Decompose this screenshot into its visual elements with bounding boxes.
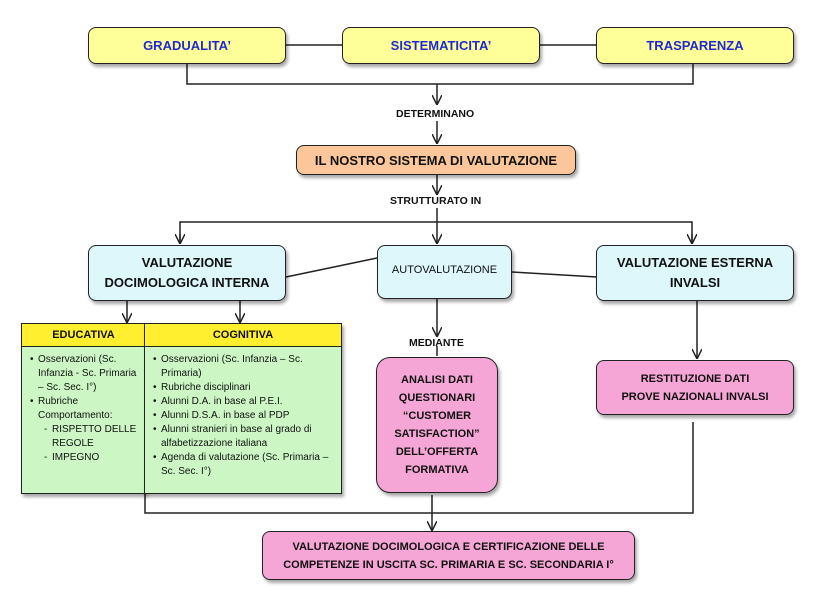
branch-autovalutazione-label: AUTOVALUTAZIONE [391,264,498,276]
principle-trasparenza-label: TRASPARENZA [646,38,744,53]
analisi-line-4: SATISFACTION” [394,428,480,440]
restituzione-line-2: PROVE NAZIONALI INVALSI [621,390,769,403]
system-title-box: IL NOSTRO SISTEMA DI VALUTAZIONE [296,145,576,175]
analisi-line-2: QUESTIONARI [398,392,476,404]
educativa-item-label: Rubriche Comportamento: [38,396,113,421]
cognitiva-item: Alunni D.A. in base al P.E.I. [153,395,337,409]
cognitiva-item: Alunni stranieri in base al grado di alf… [153,423,337,451]
educativa-item: Rubriche Comportamento: RISPETTO DELLE R… [30,395,141,465]
educativa-sublist: RISPETTO DELLE REGOLE IMPEGNO [38,423,141,465]
branch-esterna-line-1: VALUTAZIONE ESTERNA [616,255,774,270]
branch-interna-line-1: VALUTAZIONE [141,255,233,270]
connector-mediante: MEDIANTE [409,337,464,349]
cognitiva-column: COGNITIVA Osservazioni (Sc. Infanzia – S… [144,323,342,494]
cognitiva-item: Agenda di valutazione (Sc. Primaria – Sc… [153,451,337,479]
restituzione-box: RESTITUZIONE DATI PROVE NAZIONALI INVALS… [596,360,794,415]
analisi-line-3: “CUSTOMER [402,410,472,422]
final-line-1: VALUTAZIONE DOCIMOLOGICA E CERTIFICAZION… [292,540,605,553]
final-line-2: COMPETENZE IN USCITA SC. PRIMARIA E SC. … [283,558,614,571]
educativa-column: EDUCATIVA Osservazioni (Sc. Infanzia - S… [21,323,146,494]
analisi-line-6: FORMATIVA [405,464,469,476]
cognitiva-item: Rubriche disciplinari [153,381,337,395]
principle-sistematicita-label: SISTEMATICITA’ [390,38,492,53]
connector-strutturato: STRUTTURATO IN [390,195,482,207]
branch-interna: VALUTAZIONE DOCIMOLOGICA INTERNA [88,245,286,301]
final-box: VALUTAZIONE DOCIMOLOGICA E CERTIFICAZION… [262,531,635,580]
educativa-item: Osservazioni (Sc. Infanzia - Sc. Primari… [30,353,141,395]
cognitiva-header: COGNITIVA [145,324,341,347]
educativa-subitem: IMPEGNO [44,451,141,465]
principle-trasparenza: TRASPARENZA [596,27,794,64]
educativa-list: Osservazioni (Sc. Infanzia - Sc. Primari… [22,347,145,465]
cognitiva-item: Alunni D.S.A. in base al PDP [153,409,337,423]
educativa-header: EDUCATIVA [22,324,145,347]
connector-determinano: DETERMINANO [396,108,475,120]
branch-interna-line-2: DOCIMOLOGICA INTERNA [104,275,270,290]
analisi-box: ANALISI DATI QUESTIONARI “CUSTOMER SATIS… [376,357,498,493]
analisi-line-5: DELL’OFFERTA [395,446,479,458]
principle-gradualita-label: GRADUALITA’ [143,38,231,53]
cognitiva-item: Osservazioni (Sc. Infanzia – Sc. Primari… [153,353,337,381]
educativa-subitem: RISPETTO DELLE REGOLE [44,423,141,451]
branch-esterna: VALUTAZIONE ESTERNA INVALSI [596,245,794,301]
analisi-line-1: ANALISI DATI [401,374,473,386]
principle-gradualita: GRADUALITA’ [88,27,286,64]
system-title: IL NOSTRO SISTEMA DI VALUTAZIONE [314,152,558,168]
cognitiva-list: Osservazioni (Sc. Infanzia – Sc. Primari… [145,347,341,479]
principle-sistematicita: SISTEMATICITA’ [342,27,540,64]
branch-autovalutazione: AUTOVALUTAZIONE [377,245,512,299]
branch-esterna-line-2: INVALSI [669,275,721,290]
restituzione-line-1: RESTITUZIONE DATI [640,372,750,385]
